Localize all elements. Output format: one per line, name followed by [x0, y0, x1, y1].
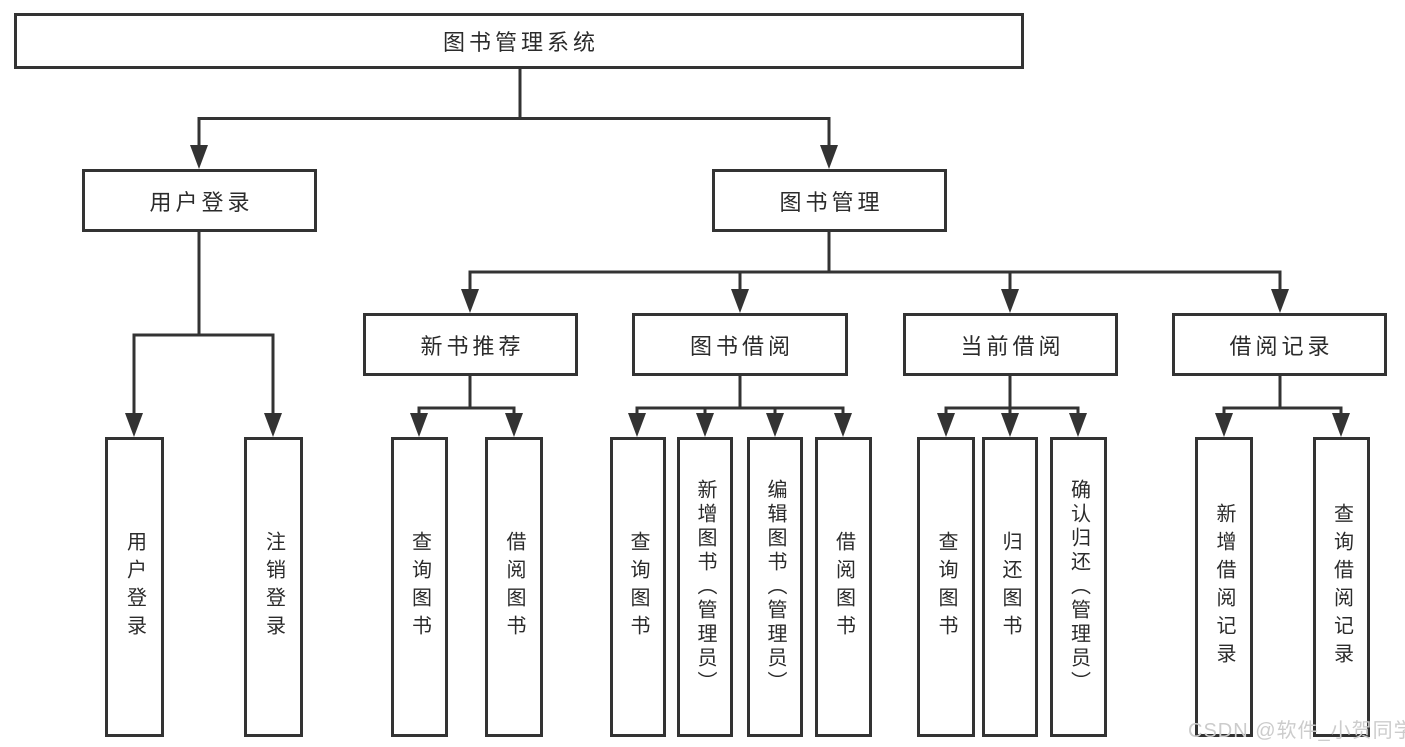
node-label: 新增借阅记录	[1213, 503, 1235, 671]
node-label: 图书管理	[779, 189, 884, 215]
node-leaf-add-book-admin: 新增图书（管理员）	[677, 437, 733, 737]
node-label: 新书推荐	[420, 333, 525, 359]
node-label: 编辑图书（管理员）	[764, 479, 786, 695]
node-leaf-query-books-1: 查询图书	[391, 437, 448, 737]
node-current-borrowing: 当前借阅	[903, 313, 1118, 376]
node-leaf-query-borrow-record: 查询借阅记录	[1313, 437, 1370, 737]
node-leaf-user-login: 用户登录	[105, 437, 164, 737]
node-label: 归还图书	[999, 531, 1021, 643]
node-leaf-query-books-3: 查询图书	[917, 437, 975, 737]
node-leaf-edit-book-admin: 编辑图书（管理员）	[747, 437, 803, 737]
node-label: 图书管理系统	[442, 30, 599, 55]
node-leaf-query-books-2: 查询图书	[610, 437, 666, 737]
node-label: 查询图书	[408, 531, 431, 643]
connector-lines	[132, 69, 1343, 416]
node-leaf-add-borrow-record: 新增借阅记录	[1195, 437, 1253, 737]
node-leaf-logout: 注销登录	[244, 437, 303, 737]
node-label: 注销登录	[262, 531, 285, 643]
node-leaf-borrow-books-1: 借阅图书	[485, 437, 543, 737]
node-new-book-recommend: 新书推荐	[363, 313, 578, 376]
node-leaf-borrow-books-2: 借阅图书	[815, 437, 872, 737]
node-borrow-records: 借阅记录	[1172, 313, 1387, 376]
node-label: 用户登录	[149, 189, 254, 215]
node-label: 查询图书	[935, 531, 957, 643]
node-leaf-return-book: 归还图书	[982, 437, 1038, 737]
node-label: 图书借阅	[689, 333, 794, 359]
node-book-management: 图书管理	[712, 169, 947, 232]
node-label: 查询图书	[627, 531, 649, 643]
arrowheads	[125, 145, 1350, 437]
node-leaf-confirm-return-admin: 确认归还（管理员）	[1050, 437, 1107, 737]
node-label: 借阅图书	[832, 531, 855, 643]
node-label: 当前借阅	[960, 333, 1065, 359]
node-label: 借阅图书	[503, 531, 525, 643]
node-label: 新增图书（管理员）	[694, 479, 716, 695]
node-user-login: 用户登录	[82, 169, 317, 232]
node-label: 借阅记录	[1229, 333, 1334, 359]
node-book-borrowing: 图书借阅	[632, 313, 848, 376]
node-label: 确认归还（管理员）	[1067, 479, 1090, 695]
node-library-system: 图书管理系统	[14, 13, 1024, 69]
watermark-text: CSDN @软件_小贺同学	[1188, 720, 1405, 742]
node-label: 用户登录	[123, 531, 146, 643]
node-label: 查询借阅记录	[1330, 503, 1353, 671]
